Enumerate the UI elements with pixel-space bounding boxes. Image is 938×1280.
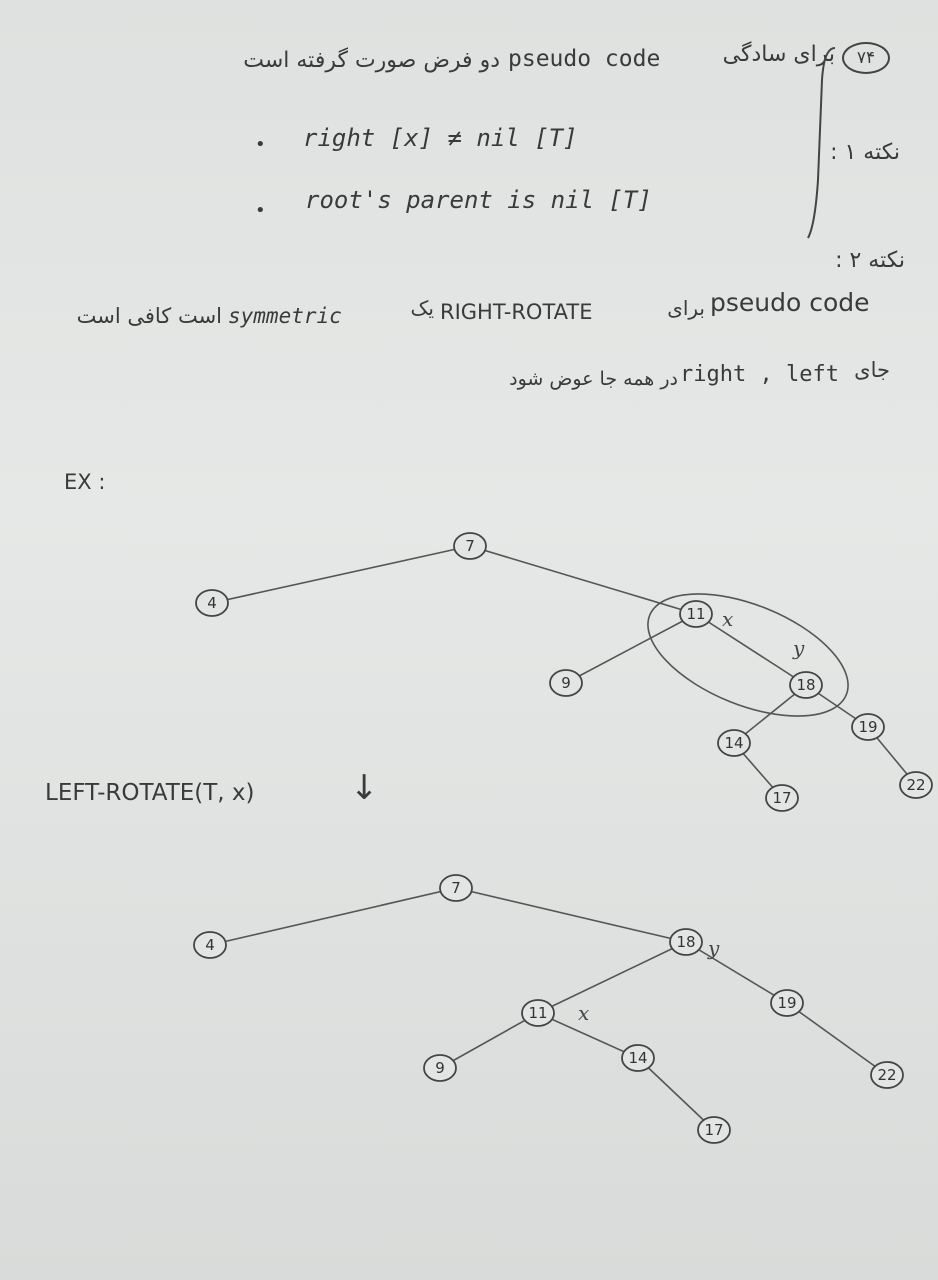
header-title-fa2: دو فرض صورت گرفته است: [243, 48, 500, 73]
tree-before-node-circle: [851, 713, 885, 741]
tree-after-node-19: 19: [777, 994, 796, 1012]
note2-line2-fa: جای: [854, 358, 890, 382]
tree-before-node-circle: [679, 600, 713, 628]
note2-line2-en: right , left: [680, 362, 839, 387]
tree-before-node-4: 4: [207, 594, 217, 612]
note1-bullet-1: right [x] ≠ nil [T]: [303, 124, 578, 152]
tree-before-node-7: 7: [465, 537, 475, 555]
tree-before-node-circle: [717, 729, 751, 757]
tree-before-node-17: 17: [772, 789, 791, 807]
tree-after-pointer-label-y: y: [707, 936, 720, 960]
tree-after-node-18: 18: [676, 933, 695, 951]
tree-before-edge: [565, 613, 697, 684]
tree-before-node-18: 18: [796, 676, 815, 694]
operation-label: LEFT-ROTATE(T, x): [45, 780, 255, 806]
tree-before-node-circle: [549, 669, 583, 697]
tree-after-edge: [439, 1012, 539, 1069]
tree-after-pointer-label-x: x: [578, 1001, 589, 1025]
tree-before-pointer-label-x: x: [722, 607, 733, 631]
tree-after-node-22: 22: [877, 1066, 896, 1084]
note2-line2-fa2: در همه جا عوض شود: [509, 368, 678, 390]
tree-before-node-19: 19: [858, 718, 877, 736]
tree-before-node-circle: [789, 671, 823, 699]
note1-bullet-dot-1: •: [255, 134, 266, 155]
tree-after-edge: [537, 1012, 639, 1059]
tree-after-edge: [537, 941, 687, 1014]
note2-line1-op: RIGHT-ROTATE: [440, 300, 593, 324]
tree-after-edge: [209, 887, 457, 946]
tree-before-node-circle: [899, 771, 933, 799]
tree-before-pointer-label-y: y: [792, 636, 805, 660]
header-title-fa: برای سادگی: [722, 42, 835, 67]
tree-before-edge: [695, 613, 807, 686]
note2-line1-fa: برای: [667, 296, 705, 320]
note1-bullet-dot-2: •: [255, 200, 266, 221]
tree-after-edge: [637, 1057, 715, 1131]
note1-bullet-2: root's parent is nil [T]: [305, 186, 652, 214]
note2-line1-fa2: یک: [410, 296, 434, 320]
tree-before-node-circle: [765, 784, 799, 812]
down-arrow: ↓: [350, 768, 379, 808]
tree-before-edge: [211, 545, 471, 604]
tree-after-edge: [455, 887, 687, 943]
tree-after-edge: [786, 1002, 888, 1076]
tree-before-node-circle: [195, 589, 229, 617]
tree-before-node-22: 22: [906, 776, 925, 794]
tree-after-node-circle: [669, 928, 703, 956]
tree-after-node-14: 14: [628, 1049, 647, 1067]
tree-before-node-11: 11: [686, 605, 705, 623]
tree-after-node-circle: [870, 1061, 904, 1089]
tree-before-highlight-ellipse: [647, 593, 849, 717]
note1-label: نکته ۱ :: [830, 140, 900, 165]
tree-after-node-circle: [621, 1044, 655, 1072]
header-title-code: pseudo code: [508, 46, 661, 72]
tree-after-edge: [685, 941, 788, 1004]
tree-after-node-17: 17: [704, 1121, 723, 1139]
tree-before-node-14: 14: [724, 734, 743, 752]
tree-after-node-circle: [439, 874, 473, 902]
note2-line1-en: symmetric: [228, 304, 342, 328]
tree-after-node-11: 11: [528, 1004, 547, 1022]
tree-after-node-9: 9: [435, 1059, 445, 1077]
tree-after-node-circle: [770, 989, 804, 1017]
tree-before-edge: [469, 545, 697, 615]
tree-after-node-7: 7: [451, 879, 461, 897]
tree-after-node-circle: [423, 1054, 457, 1082]
note2-label: نکته ۲ :: [835, 248, 905, 273]
header-number-badge: ۷۴: [842, 42, 890, 74]
header-number: ۷۴: [856, 48, 876, 68]
tree-before-node-circle: [453, 532, 487, 560]
tree-after-node-circle: [521, 999, 555, 1027]
note2-line1-code: pseudo code: [710, 288, 870, 317]
example-label: EX :: [64, 470, 106, 494]
tree-after-node-circle: [697, 1116, 731, 1144]
note2-line1-fa3: است کافی است: [76, 304, 222, 328]
tree-before-node-9: 9: [561, 674, 571, 692]
tree-after-node-4: 4: [205, 936, 215, 954]
tree-after-node-circle: [193, 931, 227, 959]
